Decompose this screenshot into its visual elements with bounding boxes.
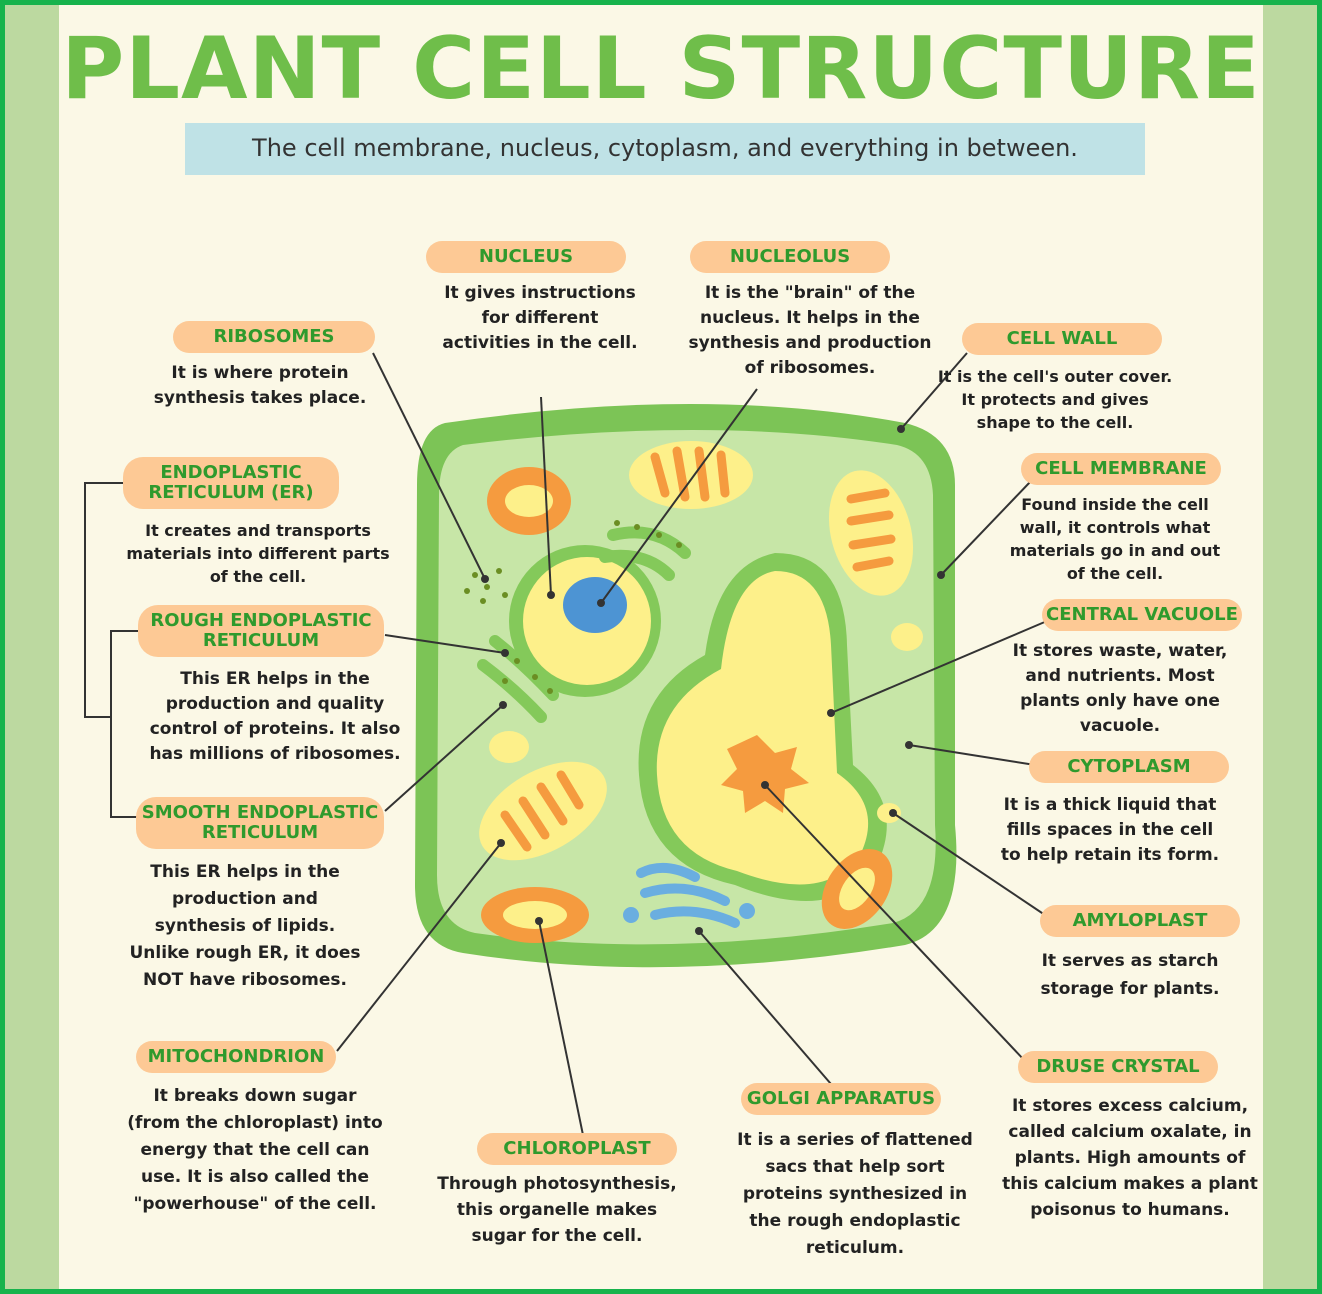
desc-amyloplast: It serves as starch storage for plants. xyxy=(1015,947,1245,1003)
label-cytoplasm: CYTOPLASM xyxy=(1029,751,1229,783)
label-amyloplast: AMYLOPLAST xyxy=(1040,905,1240,937)
desc-ribosomes: It is where protein synthesis takes plac… xyxy=(145,361,375,411)
er-bracket-top xyxy=(85,483,123,717)
label-rough-er: ROUGH ENDOPLASTIC RETICULUM xyxy=(138,605,384,657)
label-nucleolus: NUCLEOLUS xyxy=(690,241,890,273)
amyloplast-right xyxy=(891,623,923,651)
label-mitochondrion: MITOCHONDRION xyxy=(136,1041,336,1073)
desc-chloroplast: Through photosynthesis, this organelle m… xyxy=(437,1171,677,1249)
chloroplast-top xyxy=(629,441,753,509)
desc-rough-er: This ER helps in the production and qual… xyxy=(145,667,405,767)
label-nucleus: NUCLEUS xyxy=(426,241,626,273)
label-smooth-er: SMOOTH ENDOPLASTIC RETICULUM xyxy=(136,797,384,849)
label-endoplastic-reticulum: ENDOPLASTIC RETICULUM (ER) xyxy=(123,457,339,509)
mitochondrion-bottom xyxy=(481,887,589,943)
desc-mitochondrion: It breaks down sugar (from the chloropla… xyxy=(125,1083,385,1218)
label-ribosomes: RIBOSOMES xyxy=(173,321,375,353)
poster: PLANT CELL STRUCTURE The cell membrane, … xyxy=(5,5,1317,1289)
label-druse-crystal: DRUSE CRYSTAL xyxy=(1018,1051,1218,1083)
nucleolus xyxy=(563,577,627,633)
desc-cell-wall: It is the cell's outer cover. It protect… xyxy=(935,365,1175,434)
amyloplast-left xyxy=(489,731,529,763)
desc-cytoplasm: It is a thick liquid that fills spaces i… xyxy=(995,793,1225,868)
desc-nucleus: It gives instructions for different acti… xyxy=(435,281,645,356)
desc-cell-membrane: Found inside the cell wall, it controls … xyxy=(1000,493,1230,585)
desc-endoplastic-reticulum: It creates and transports materials into… xyxy=(123,519,393,588)
mitochondrion-top-left xyxy=(487,467,571,535)
desc-nucleolus: It is the "brain" of the nucleus. It hel… xyxy=(685,281,935,381)
desc-central-vacuole: It stores waste, water, and nutrients. M… xyxy=(1000,639,1240,739)
label-chloroplast: CHLOROPLAST xyxy=(477,1133,677,1165)
desc-smooth-er: This ER helps in the production and synt… xyxy=(125,859,365,994)
label-golgi-apparatus: GOLGI APPARATUS xyxy=(741,1083,941,1115)
label-central-vacuole: CENTRAL VACUOLE xyxy=(1042,599,1242,631)
desc-druse-crystal: It stores excess calcium, called calcium… xyxy=(1000,1093,1260,1223)
er-bracket-sub xyxy=(111,631,141,817)
label-cell-wall: CELL WALL xyxy=(962,323,1162,355)
label-cell-membrane: CELL MEMBRANE xyxy=(1021,453,1221,485)
desc-golgi-apparatus: It is a series of flattened sacs that he… xyxy=(735,1127,975,1262)
